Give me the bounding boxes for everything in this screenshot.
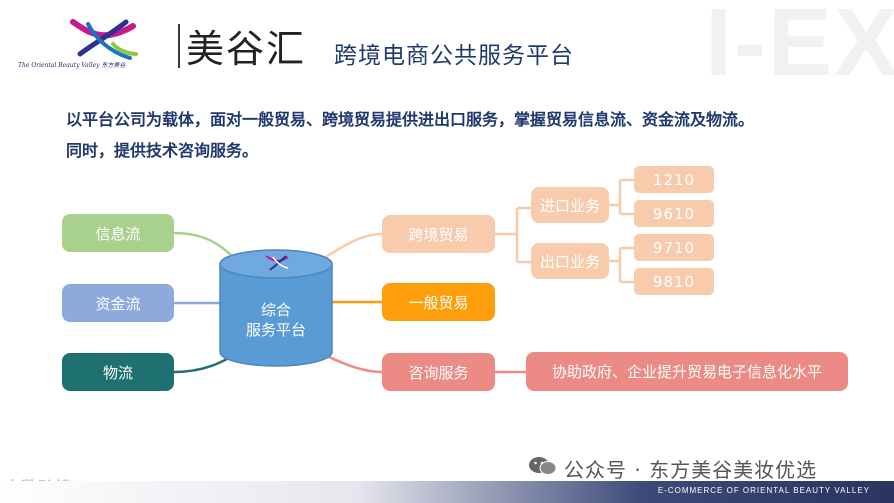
code-box-9610: 9610 [634, 200, 714, 227]
bottom-banner [0, 481, 894, 503]
connector-cross-border-bracket [495, 206, 531, 264]
description-line-2: 同时，提供技术咨询服务。 [66, 141, 259, 160]
central-platform-label: 综合 服务平台 [220, 300, 332, 340]
oriental-beauty-valley-logo [70, 19, 138, 60]
central-platform-line-1: 综合 [260, 301, 291, 319]
wechat-watermark: 公众号 · 东方美谷美妆优选 [528, 454, 817, 483]
connector-export-bracket [609, 246, 634, 284]
fund-flow-box: 资金流 [62, 284, 174, 322]
logo-divider [178, 24, 180, 68]
import-business-box: 进口业务 [531, 187, 609, 223]
cross-border-trade-box: 跨境贸易 [382, 215, 495, 253]
central-platform-line-2: 服务平台 [245, 321, 306, 339]
wechat-icon [528, 455, 558, 482]
logo-tagline: The Oriental Beauty Valley 东方美谷 [18, 62, 126, 69]
consulting-detail-box: 协助政府、企业提升贸易电子信息化水平 [526, 352, 848, 391]
general-trade-box: 一般贸易 [382, 283, 495, 321]
info-flow-box: 信息流 [62, 214, 174, 252]
wechat-account-text: 公众号 · 东方美谷美妆优选 [564, 458, 818, 482]
background-watermark-text: I-EX [705, 0, 894, 96]
brand-name: 美谷汇 [186, 27, 307, 71]
code-box-1210: 1210 [634, 166, 714, 193]
export-business-box: 出口业务 [531, 243, 609, 279]
code-box-9710: 9710 [634, 234, 714, 261]
bottom-caption: E-COMMERCE OF ORIENTAL BEAUTY VALLEY [657, 486, 870, 495]
description: 以平台公司为载体，面对一般贸易、跨境贸易提供进出口服务，掌握贸易信息流、资金流及… [66, 104, 886, 166]
logistics-box: 物流 [62, 353, 174, 391]
description-line-1: 以平台公司为载体，面对一般贸易、跨境贸易提供进出口服务，掌握贸易信息流、资金流及… [66, 110, 755, 129]
central-platform-cylinder [219, 249, 333, 367]
code-box-9810: 9810 [634, 268, 714, 295]
slide-title: 跨境电商公共服务平台 [334, 43, 574, 69]
connector-import-bracket [609, 178, 634, 216]
consulting-service-box: 咨询服务 [382, 353, 495, 391]
